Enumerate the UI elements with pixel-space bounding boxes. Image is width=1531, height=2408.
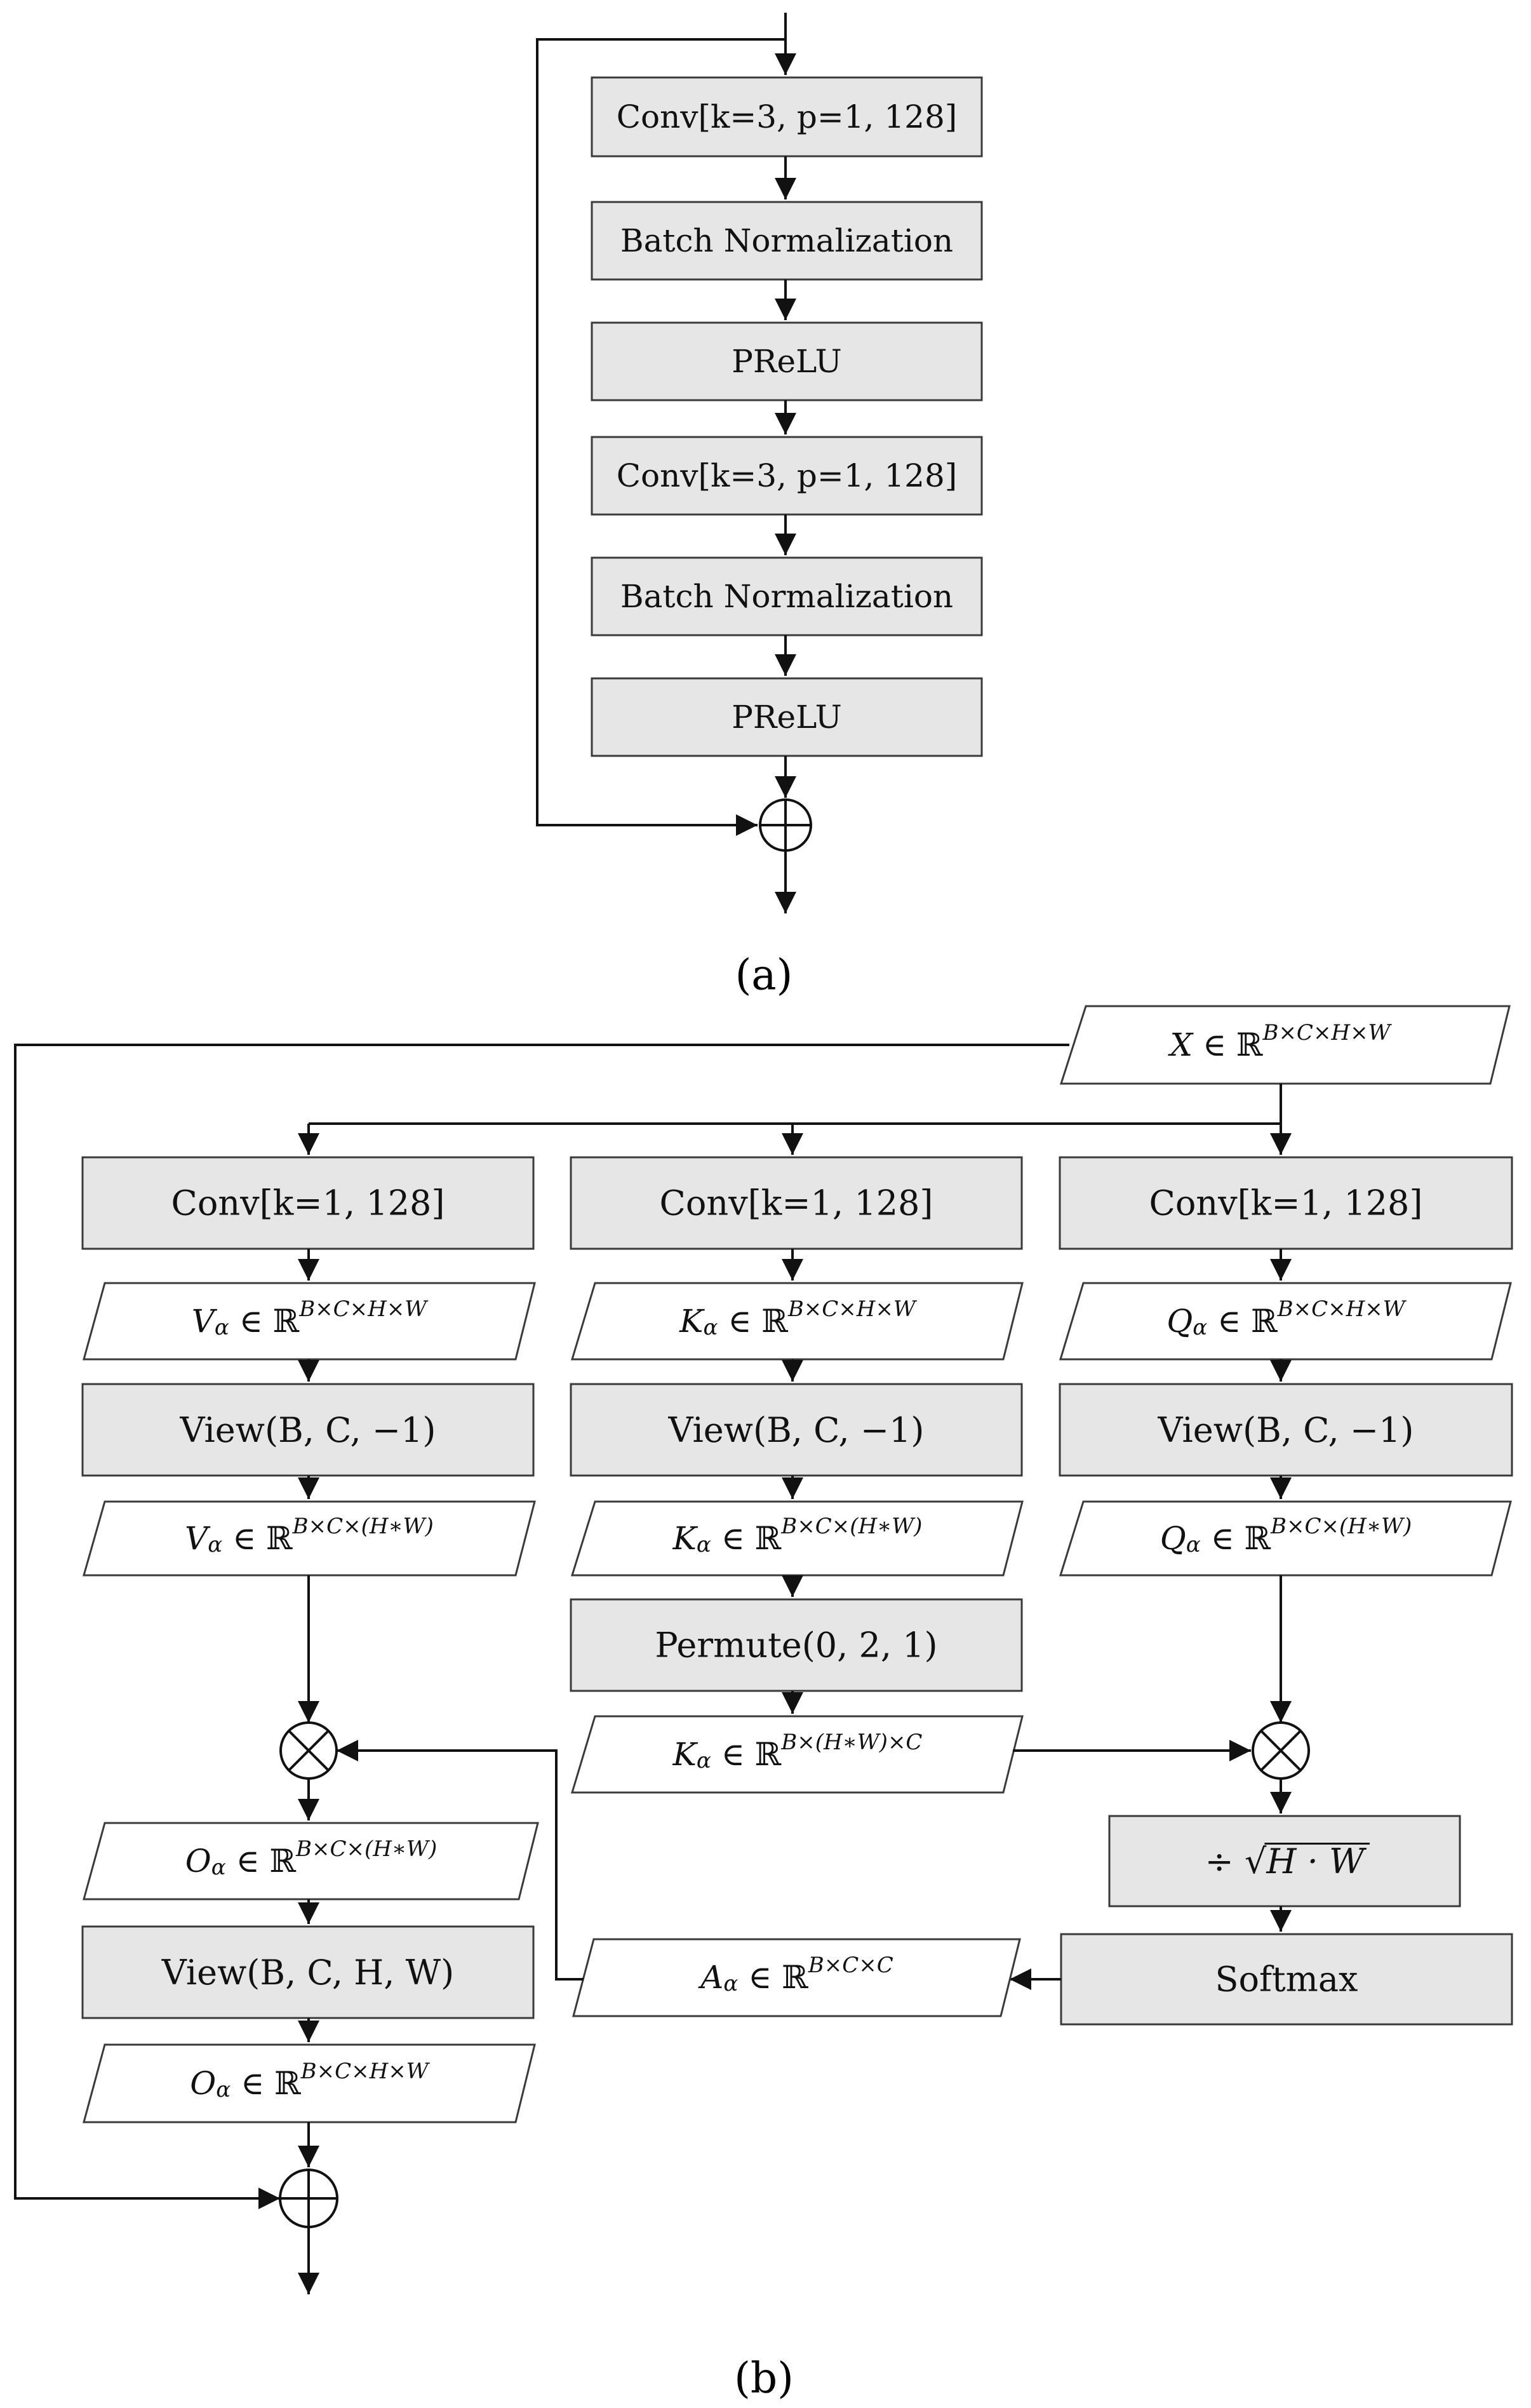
batchnorm-label-2: Batch Normalization xyxy=(620,578,953,615)
residual-connection-b xyxy=(14,1044,1069,2209)
view-q-label: View(B, C, −1) xyxy=(1157,1410,1414,1450)
prelu-box-1 xyxy=(591,321,983,401)
v-tensor-box-1 xyxy=(83,1282,536,1361)
view-q-box xyxy=(1059,1383,1513,1477)
svg-text:Kα ∈ ℝB×(H∗W)×C: Kα ∈ ℝB×(H∗W)×C xyxy=(672,1730,923,1773)
conv-label-2: Conv[k=3, p=1, 128] xyxy=(617,457,958,494)
softmax-label: Softmax xyxy=(1215,1960,1358,2000)
multiply-operator-left xyxy=(279,1721,338,1780)
q-tensor-box-2 xyxy=(1059,1500,1512,1577)
scale-label: ÷ √H · W xyxy=(1205,1841,1370,1881)
svg-text:Oα ∈ ℝB×C×H×W: Oα ∈ ℝB×C×H×W xyxy=(190,2059,430,2102)
softmax-box xyxy=(1060,1933,1513,2026)
svg-text:Vα ∈ ℝB×C×H×W: Vα ∈ ℝB×C×H×W xyxy=(192,1296,429,1340)
o-tensor-label-2: Oα ∈ ℝB×C×H×W xyxy=(190,2059,430,2102)
conv-q-label: Conv[k=1, 128] xyxy=(1149,1183,1423,1223)
view-v-label: View(B, C, −1) xyxy=(179,1410,436,1450)
k-tensor-label-2: Kα ∈ ℝB×C×(H∗W) xyxy=(672,1514,923,1557)
multiply-operator-right xyxy=(1252,1721,1310,1780)
arrow-attention-to-multiply xyxy=(337,1740,584,1981)
prelu-box-2 xyxy=(591,677,983,757)
caption-a: (a) xyxy=(735,951,793,1000)
svg-text:View(B, C, H, W): View(B, C, H, W) xyxy=(161,1953,454,1993)
permute-box xyxy=(570,1598,1023,1692)
svg-text:X ∈ ℝB×C×H×W: X ∈ ℝB×C×H×W xyxy=(1167,1020,1392,1063)
v-tensor-box-2 xyxy=(83,1500,536,1577)
input-tensor-box xyxy=(1059,1005,1511,1085)
view-v-box xyxy=(81,1383,535,1477)
skip-connection-a xyxy=(536,38,786,836)
permute-label: Permute(0, 2, 1) xyxy=(655,1625,937,1665)
svg-text:Qα ∈ ℝB×C×H×W: Qα ∈ ℝB×C×H×W xyxy=(1167,1296,1407,1340)
k-tensor-box-2 xyxy=(570,1500,1024,1577)
conv-v-label: Conv[k=1, 128] xyxy=(171,1183,445,1223)
input-tensor-label: X ∈ ℝB×C×H×W xyxy=(1167,1020,1392,1063)
view-k-label: View(B, C, −1) xyxy=(667,1410,924,1450)
svg-text:Kα ∈ ℝB×C×H×W: Kα ∈ ℝB×C×H×W xyxy=(679,1296,918,1340)
k-tensor-box-1 xyxy=(570,1282,1024,1361)
conv-q-box xyxy=(1059,1156,1513,1250)
svg-text:View(B, C, −1): View(B, C, −1) xyxy=(1157,1410,1414,1450)
svg-text:Qα ∈ ℝB×C×(H∗W): Qα ∈ ℝB×C×(H∗W) xyxy=(1160,1514,1412,1557)
svg-text:View(B, C, −1): View(B, C, −1) xyxy=(179,1410,436,1450)
o-tensor-box-2 xyxy=(83,2043,536,2123)
o-tensor-box-1 xyxy=(83,1822,539,1900)
svg-text:Vα ∈ ℝB×C×(H∗W): Vα ∈ ℝB×C×(H∗W) xyxy=(185,1514,434,1557)
batchnorm-box-1 xyxy=(591,201,983,281)
figure-b: X ∈ ℝB×C×H×W Conv[k=1, 128] Vα ∈ ℝB×C×H×… xyxy=(14,1005,1513,2403)
k-tensor-label-3: Kα ∈ ℝB×(H∗W)×C xyxy=(672,1730,923,1773)
batchnorm-label-1: Batch Normalization xyxy=(620,222,953,259)
conv-k-label: Conv[k=1, 128] xyxy=(660,1183,933,1223)
caption-b: (b) xyxy=(734,2354,794,2403)
batchnorm-box-2 xyxy=(591,556,983,636)
scale-box xyxy=(1108,1815,1461,1907)
attention-tensor-box xyxy=(572,1938,1021,2017)
k-tensor-box-3 xyxy=(570,1715,1024,1794)
k-tensor-label-1: Kα ∈ ℝB×C×H×W xyxy=(679,1296,918,1340)
figure-a: Conv[k=3, p=1, 128] Batch Normalization … xyxy=(536,13,983,1000)
svg-text:Oα ∈ ℝB×C×(H∗W): Oα ∈ ℝB×C×(H∗W) xyxy=(185,1836,438,1880)
view-k-box xyxy=(570,1383,1023,1477)
add-operator-a xyxy=(759,798,812,852)
add-operator-b xyxy=(279,2169,338,2228)
svg-text:÷ √H · W: ÷ √H · W xyxy=(1205,1841,1367,1881)
svg-text:Aα ∈ ℝB×C×C: Aα ∈ ℝB×C×C xyxy=(698,1953,893,1996)
conv-k-box xyxy=(570,1156,1023,1250)
q-tensor-label-2: Qα ∈ ℝB×C×(H∗W) xyxy=(1160,1514,1412,1557)
svg-text:View(B, C, −1): View(B, C, −1) xyxy=(667,1410,924,1450)
view-out-box xyxy=(81,1925,535,2019)
conv-box-2 xyxy=(591,436,983,516)
svg-text:Kα ∈ ℝB×C×(H∗W): Kα ∈ ℝB×C×(H∗W) xyxy=(672,1514,923,1557)
q-tensor-box-1 xyxy=(1059,1282,1512,1361)
conv-v-box xyxy=(81,1156,535,1250)
v-tensor-label-2: Vα ∈ ℝB×C×(H∗W) xyxy=(185,1514,434,1557)
q-tensor-label-1: Qα ∈ ℝB×C×H×W xyxy=(1167,1296,1407,1340)
o-tensor-label-1: Oα ∈ ℝB×C×(H∗W) xyxy=(185,1836,438,1880)
prelu-label-1: PReLU xyxy=(732,343,842,380)
attention-tensor-label: Aα ∈ ℝB×C×C xyxy=(698,1953,893,1996)
prelu-label-2: PReLU xyxy=(732,699,842,736)
v-tensor-label-1: Vα ∈ ℝB×C×H×W xyxy=(192,1296,429,1340)
view-out-label: View(B, C, H, W) xyxy=(161,1953,454,1993)
conv-label-1: Conv[k=3, p=1, 128] xyxy=(617,98,958,135)
